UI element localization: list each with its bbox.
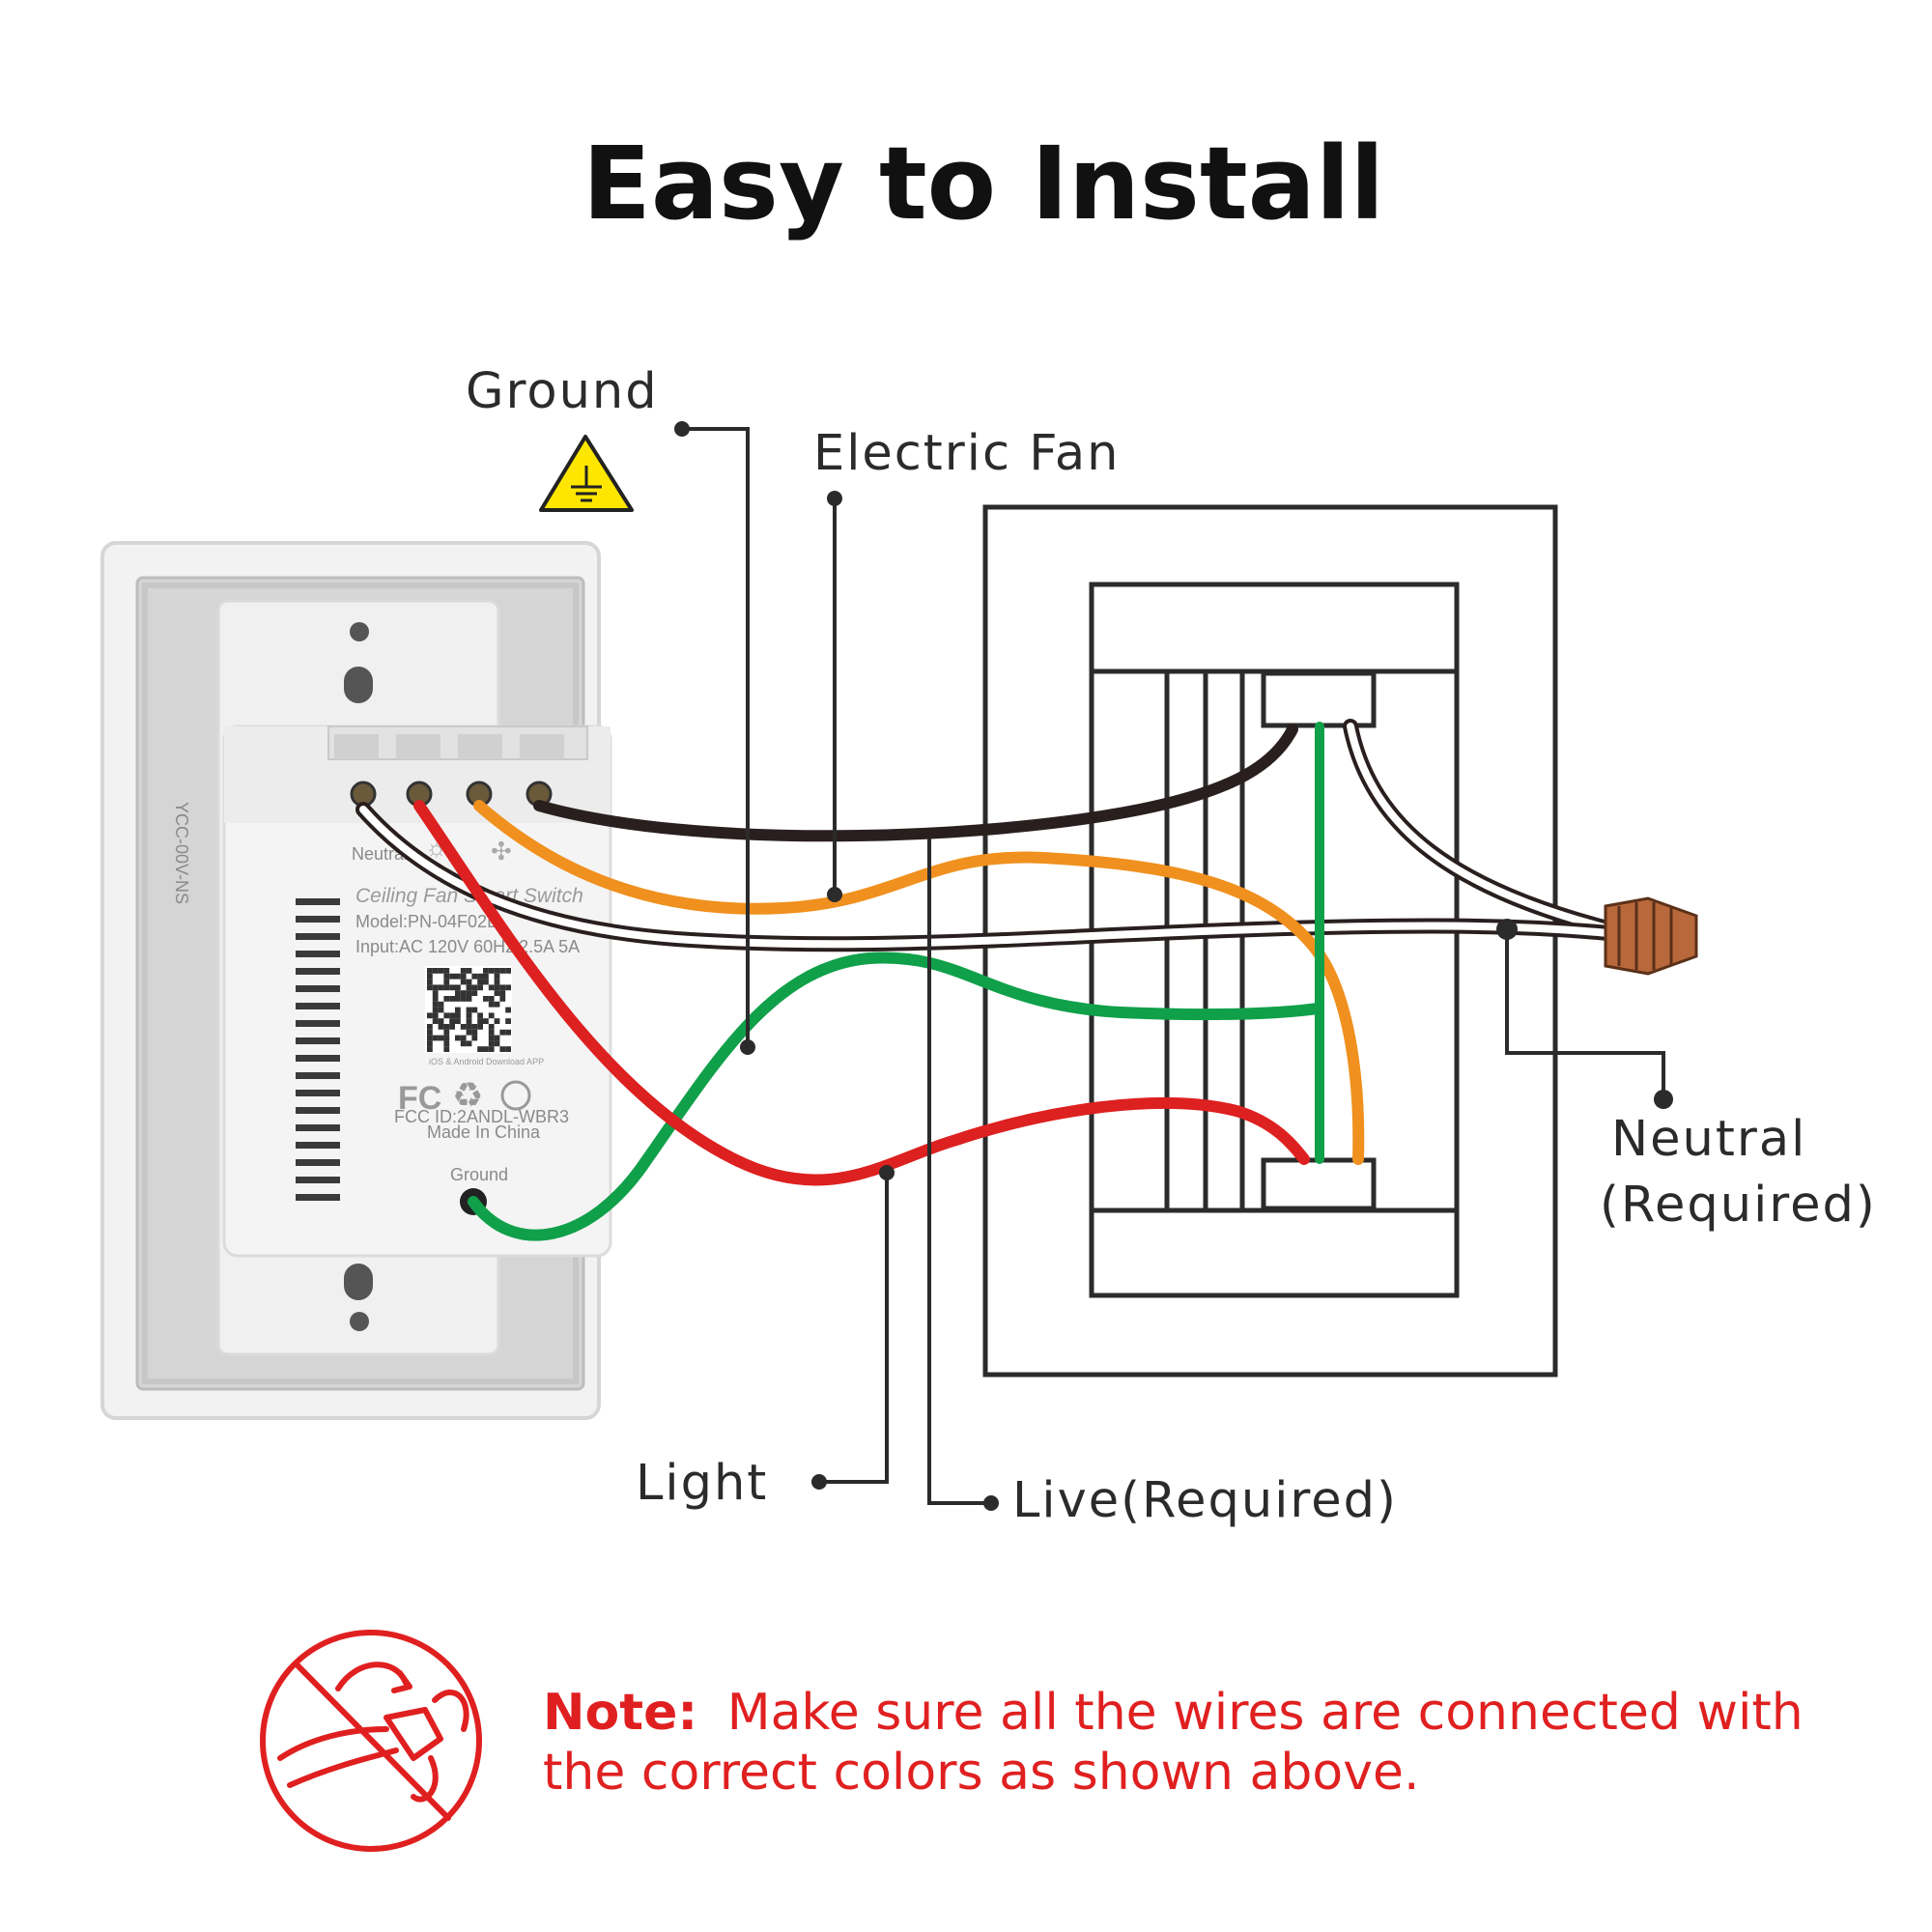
slot-bottom xyxy=(344,1264,373,1300)
fcc-id: FCC ID:2ANDL-WBR3 xyxy=(394,1107,569,1126)
light-wire-red xyxy=(413,800,1310,1186)
vent-slot xyxy=(296,1003,340,1009)
vent-slot xyxy=(296,898,340,905)
vent-slots xyxy=(296,898,340,1201)
screw-hole-bottom xyxy=(350,1312,369,1331)
vent-slot xyxy=(296,1090,340,1096)
live-wire-black xyxy=(533,724,1298,842)
vent-slot xyxy=(296,951,340,957)
ground-label: Ground xyxy=(466,363,659,420)
note-line2: the correct colors as shown above. xyxy=(543,1744,1420,1802)
qr-code-icon xyxy=(425,966,512,1053)
vent-slot xyxy=(296,1072,340,1079)
vent-slot xyxy=(296,1020,340,1027)
note-text: Note: Make sure all the wires are connec… xyxy=(543,1684,1804,1802)
ground-terminal-label: Ground xyxy=(450,1165,508,1184)
fan-wire-orange xyxy=(473,800,1365,1165)
fan-icon: ✣ xyxy=(491,837,512,866)
screw-hole-top xyxy=(350,622,369,641)
vent-slot xyxy=(296,1194,340,1201)
vent-slot xyxy=(296,933,340,940)
vent-slot xyxy=(296,1037,340,1044)
ground-wire-green xyxy=(468,952,1323,1241)
vent-slot xyxy=(296,968,340,975)
wire-twist-icon xyxy=(260,1630,482,1852)
etl-icon xyxy=(500,1080,531,1111)
fan-connector-top xyxy=(1261,670,1377,728)
vent-slot xyxy=(296,916,340,923)
live-label: Live(Required) xyxy=(1012,1472,1398,1529)
ground-label-group: Ground xyxy=(466,363,755,1055)
terminal-block xyxy=(327,725,588,808)
vent-slot xyxy=(296,1177,340,1183)
fc-logo-icon: FC xyxy=(398,1080,441,1117)
ground-warning-icon xyxy=(539,435,634,512)
neutral-required-label: (Required) xyxy=(1600,1177,1877,1234)
slot-top xyxy=(344,667,373,703)
model-number: Model:PN-04F02D xyxy=(355,912,499,931)
neutral-wire-fan xyxy=(1343,719,1611,935)
vent-slot xyxy=(296,1107,340,1114)
light-label: Light xyxy=(636,1455,768,1512)
vent-slot xyxy=(296,1142,340,1149)
live-label-group: Live(Required) xyxy=(927,838,1398,1529)
page-title: Easy to Install xyxy=(582,125,1384,242)
wire-nut xyxy=(1604,896,1698,976)
vent-slot xyxy=(296,1159,340,1166)
electric-fan-label: Electric Fan xyxy=(813,425,1120,482)
app-download-text: iOS & Android Download APP xyxy=(429,1057,544,1066)
made-in: Made In China xyxy=(427,1122,541,1142)
recycle-icon: ♻ xyxy=(452,1075,483,1115)
light-label-group: Light xyxy=(636,1165,895,1512)
neutral-label-group: Neutral (Required) xyxy=(1496,919,1877,1234)
electric-fan-label-group: Electric Fan xyxy=(813,425,1120,902)
fan-connector-bottom xyxy=(1261,1157,1377,1211)
vent-slot xyxy=(296,1124,340,1131)
neutral-label: Neutral xyxy=(1611,1111,1806,1168)
smart-switch-device: YCC-00V-NS Neutral ☼ ✣ Ceiling Fan Smart… xyxy=(100,541,612,1420)
input-rating: Input:AC 120V 60Hz 2.5A 5A xyxy=(355,937,580,956)
wires xyxy=(355,719,1616,1241)
side-print: YCC-00V-NS xyxy=(172,802,191,904)
note-line1: Make sure all the wires are connected wi… xyxy=(727,1684,1804,1742)
vent-slot xyxy=(296,1055,340,1062)
svg-text:Note: Make sure all the: Note: Make sure all the wires are connec… xyxy=(543,1684,1804,1742)
vent-slot xyxy=(296,985,340,992)
note-label: Note: xyxy=(543,1684,697,1742)
